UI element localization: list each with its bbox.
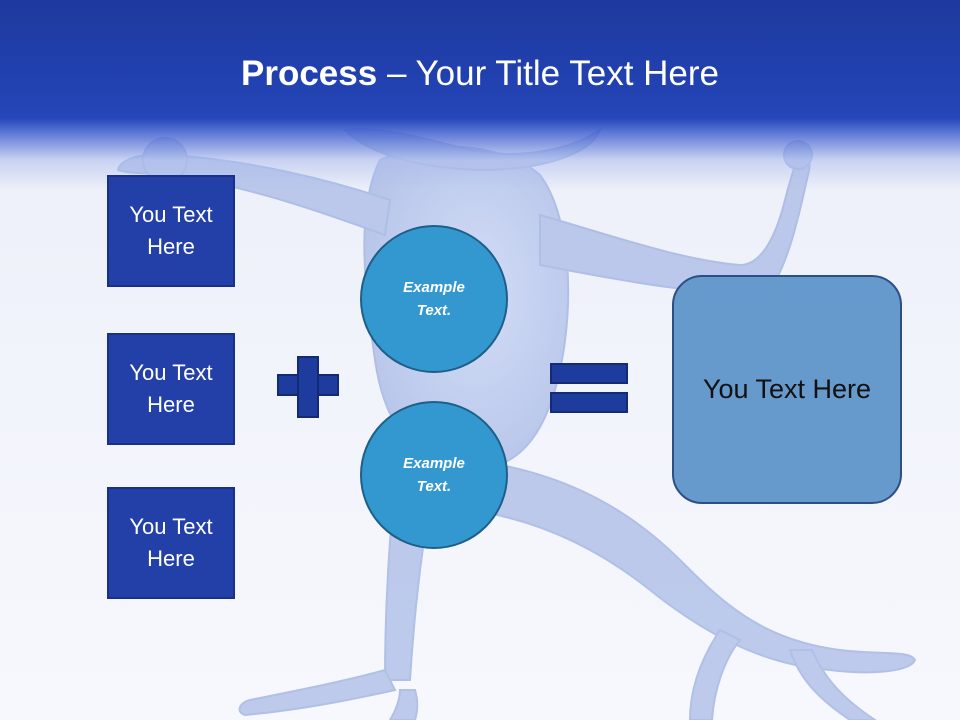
page-title: Process – Your Title Text Here <box>0 52 960 96</box>
equals-bottom-bar <box>550 392 628 413</box>
plus-center-fill <box>299 376 317 394</box>
input-box-3[interactable]: You Text Here <box>107 487 235 599</box>
input-box-1-label: You Text Here <box>129 202 213 259</box>
title-bold-part: Process <box>241 54 378 93</box>
example-circle-2-label: Example Text. <box>403 455 465 495</box>
input-box-2[interactable]: You Text Here <box>107 333 235 445</box>
title-banner: Process – Your Title Text Here <box>0 0 960 190</box>
equals-top-bar <box>550 363 628 384</box>
input-box-2-label: You Text Here <box>129 360 213 417</box>
example-circle-1-label: Example Text. <box>403 279 465 319</box>
result-box-label: You Text Here <box>702 374 872 404</box>
example-circle-2[interactable]: Example Text. <box>360 401 508 549</box>
example-circle-1[interactable]: Example Text. <box>360 225 508 373</box>
result-box[interactable]: You Text Here <box>672 275 902 504</box>
title-rest: – Your Title Text Here <box>377 54 719 93</box>
input-box-1[interactable]: You Text Here <box>107 175 235 287</box>
input-box-3-label: You Text Here <box>129 514 213 571</box>
